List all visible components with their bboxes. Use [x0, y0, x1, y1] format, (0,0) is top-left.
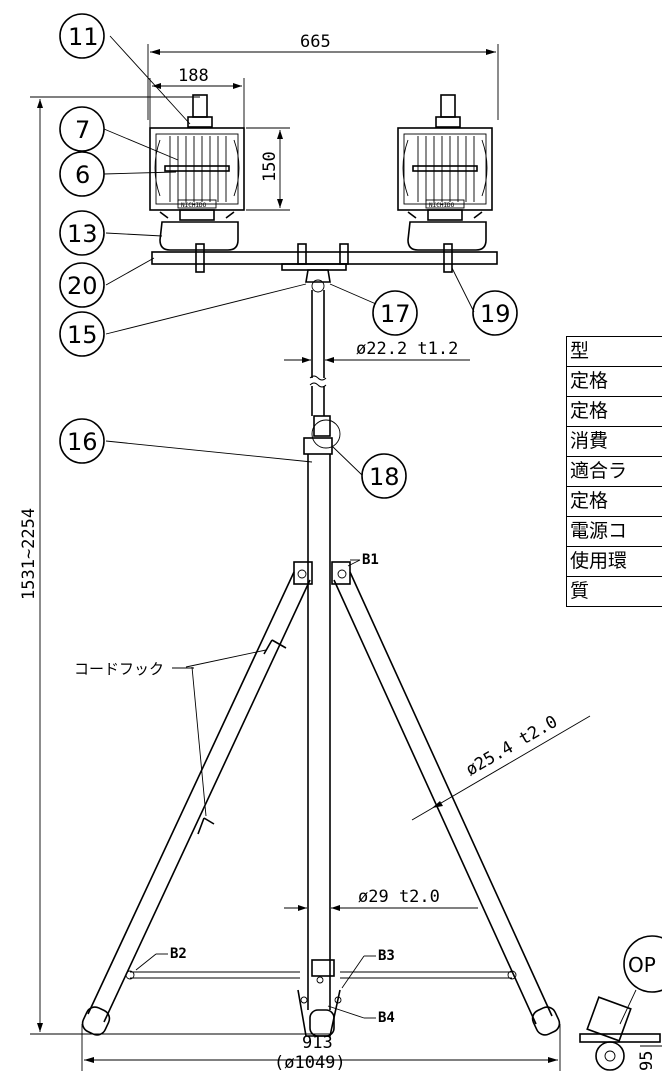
- part-bubble-19: 19: [480, 300, 511, 328]
- b3-label: B3: [378, 948, 395, 964]
- part-bubble-18: 18: [369, 463, 400, 491]
- left-nameplate: NICHIDO: [181, 202, 207, 209]
- pole-upper-label: ø22.2 t1.2: [356, 339, 458, 359]
- pole-lower-label: ø29 t2.0: [358, 887, 440, 907]
- center-pole: [297, 269, 342, 1037]
- right-floodlight: NICHIDO: [397, 94, 493, 251]
- part-bubble-17: 17: [380, 300, 411, 328]
- overall-height-label: 1531~2254: [19, 508, 39, 600]
- part-bubble-15: 15: [67, 321, 98, 349]
- spec-row-label: 定格: [566, 486, 662, 517]
- leader-lines: [103, 35, 475, 1019]
- spec-row: 適合ラ: [566, 456, 662, 487]
- spec-row-label: 質: [566, 576, 662, 607]
- dim-base: 913 (ø1049): [81, 1024, 561, 1071]
- spec-row: 質: [566, 576, 662, 607]
- dim-overall-height: 1531~2254: [19, 96, 330, 1035]
- part-bubbles: 11 7 6 13 20 15 16 17 19 18: [59, 13, 518, 499]
- spec-row-label: 使用環: [566, 546, 662, 577]
- spec-row: 電源コ: [566, 516, 662, 547]
- spec-row: 定格: [566, 486, 662, 517]
- spec-row-label: 適合ラ: [566, 456, 662, 487]
- b1-label: B1: [362, 552, 379, 568]
- lamp-height-label: 150: [260, 151, 280, 182]
- b4-label: B4: [378, 1010, 395, 1026]
- base-width-label: 913: [302, 1033, 333, 1053]
- part-bubble-16: 16: [67, 428, 98, 456]
- spec-row-label: 定格: [566, 366, 662, 397]
- leg-tube-label: ø25.4 t2.0: [463, 712, 562, 781]
- caster-height-label: 95: [637, 1051, 657, 1071]
- leg-brace: [125, 970, 517, 980]
- part-bubble-7: 7: [75, 116, 90, 144]
- dim-pole-lower: ø29 t2.0: [284, 887, 478, 911]
- dim-overall-width: 665: [147, 32, 499, 120]
- base-circle-label: (ø1049): [274, 1053, 346, 1071]
- spec-row: 定格: [566, 366, 662, 397]
- left-floodlight: NICHIDO: [149, 94, 245, 251]
- b2-label: B2: [170, 946, 187, 962]
- dim-lamp-width: 188: [149, 66, 245, 128]
- right-nameplate: NICHIDO: [429, 202, 455, 209]
- part-bubble-6: 6: [75, 161, 90, 189]
- spec-row: 型: [566, 336, 662, 367]
- dim-pole-upper: ø22.2 t1.2: [284, 339, 470, 363]
- spec-row-label: 消費: [566, 426, 662, 457]
- lamp-width-label: 188: [178, 66, 209, 86]
- part-bubble-13: 13: [67, 220, 98, 248]
- spec-row: 使用環: [566, 546, 662, 577]
- option-label: OP: [628, 953, 656, 977]
- dim-lamp-height: 150: [246, 127, 290, 211]
- spec-row: 定格: [566, 396, 662, 427]
- spec-row-label: 電源コ: [566, 516, 662, 547]
- spec-table: 型 定格 定格 消費 適合ラ 定格 電源コ 使用環 質: [566, 336, 662, 607]
- option-caster: OP 95: [579, 935, 662, 1071]
- cord-hook-label: コードフック: [74, 660, 164, 678]
- tripod-legs: [81, 561, 561, 1036]
- part-bubble-11: 11: [68, 23, 99, 51]
- overall-width-label: 665: [300, 32, 331, 52]
- spec-row-label: 型: [566, 336, 662, 367]
- spec-row-label: 定格: [566, 396, 662, 427]
- spec-row: 消費: [566, 426, 662, 457]
- crossbar: [151, 243, 498, 273]
- part-bubble-20: 20: [67, 272, 98, 300]
